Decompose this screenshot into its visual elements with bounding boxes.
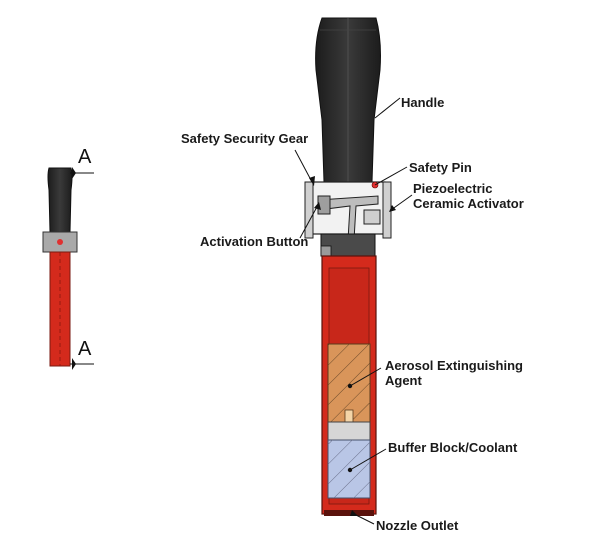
cross-section	[304, 17, 392, 516]
label-buffer: Buffer Block/Coolant	[388, 440, 518, 455]
label-aerosol-line2: Agent	[385, 373, 423, 388]
section-marker-bottom: A	[78, 338, 92, 360]
nozzle	[324, 510, 374, 516]
label-nozzle-outlet: Nozzle Outlet	[376, 518, 459, 533]
label-aerosol-line1: Aerosol Extinguishing	[385, 358, 523, 373]
leader-lines	[294, 97, 413, 525]
separator-plate	[327, 421, 371, 441]
label-safety-security-gear: Safety Security Gear	[181, 131, 308, 146]
label-piezo-line2: Ceramic Activator	[413, 196, 524, 211]
side-view-handle	[47, 167, 73, 233]
labels: Handle Safety Security Gear Safety Pin P…	[181, 95, 524, 533]
label-handle: Handle	[401, 95, 444, 110]
label-piezo-line1: Piezoelectric	[413, 181, 493, 196]
side-view-pin	[57, 239, 63, 245]
label-activation-button: Activation Button	[200, 234, 308, 249]
side-view: A A	[42, 146, 94, 370]
section-marker-top: A	[78, 146, 92, 168]
label-safety-pin: Safety Pin	[409, 160, 472, 175]
